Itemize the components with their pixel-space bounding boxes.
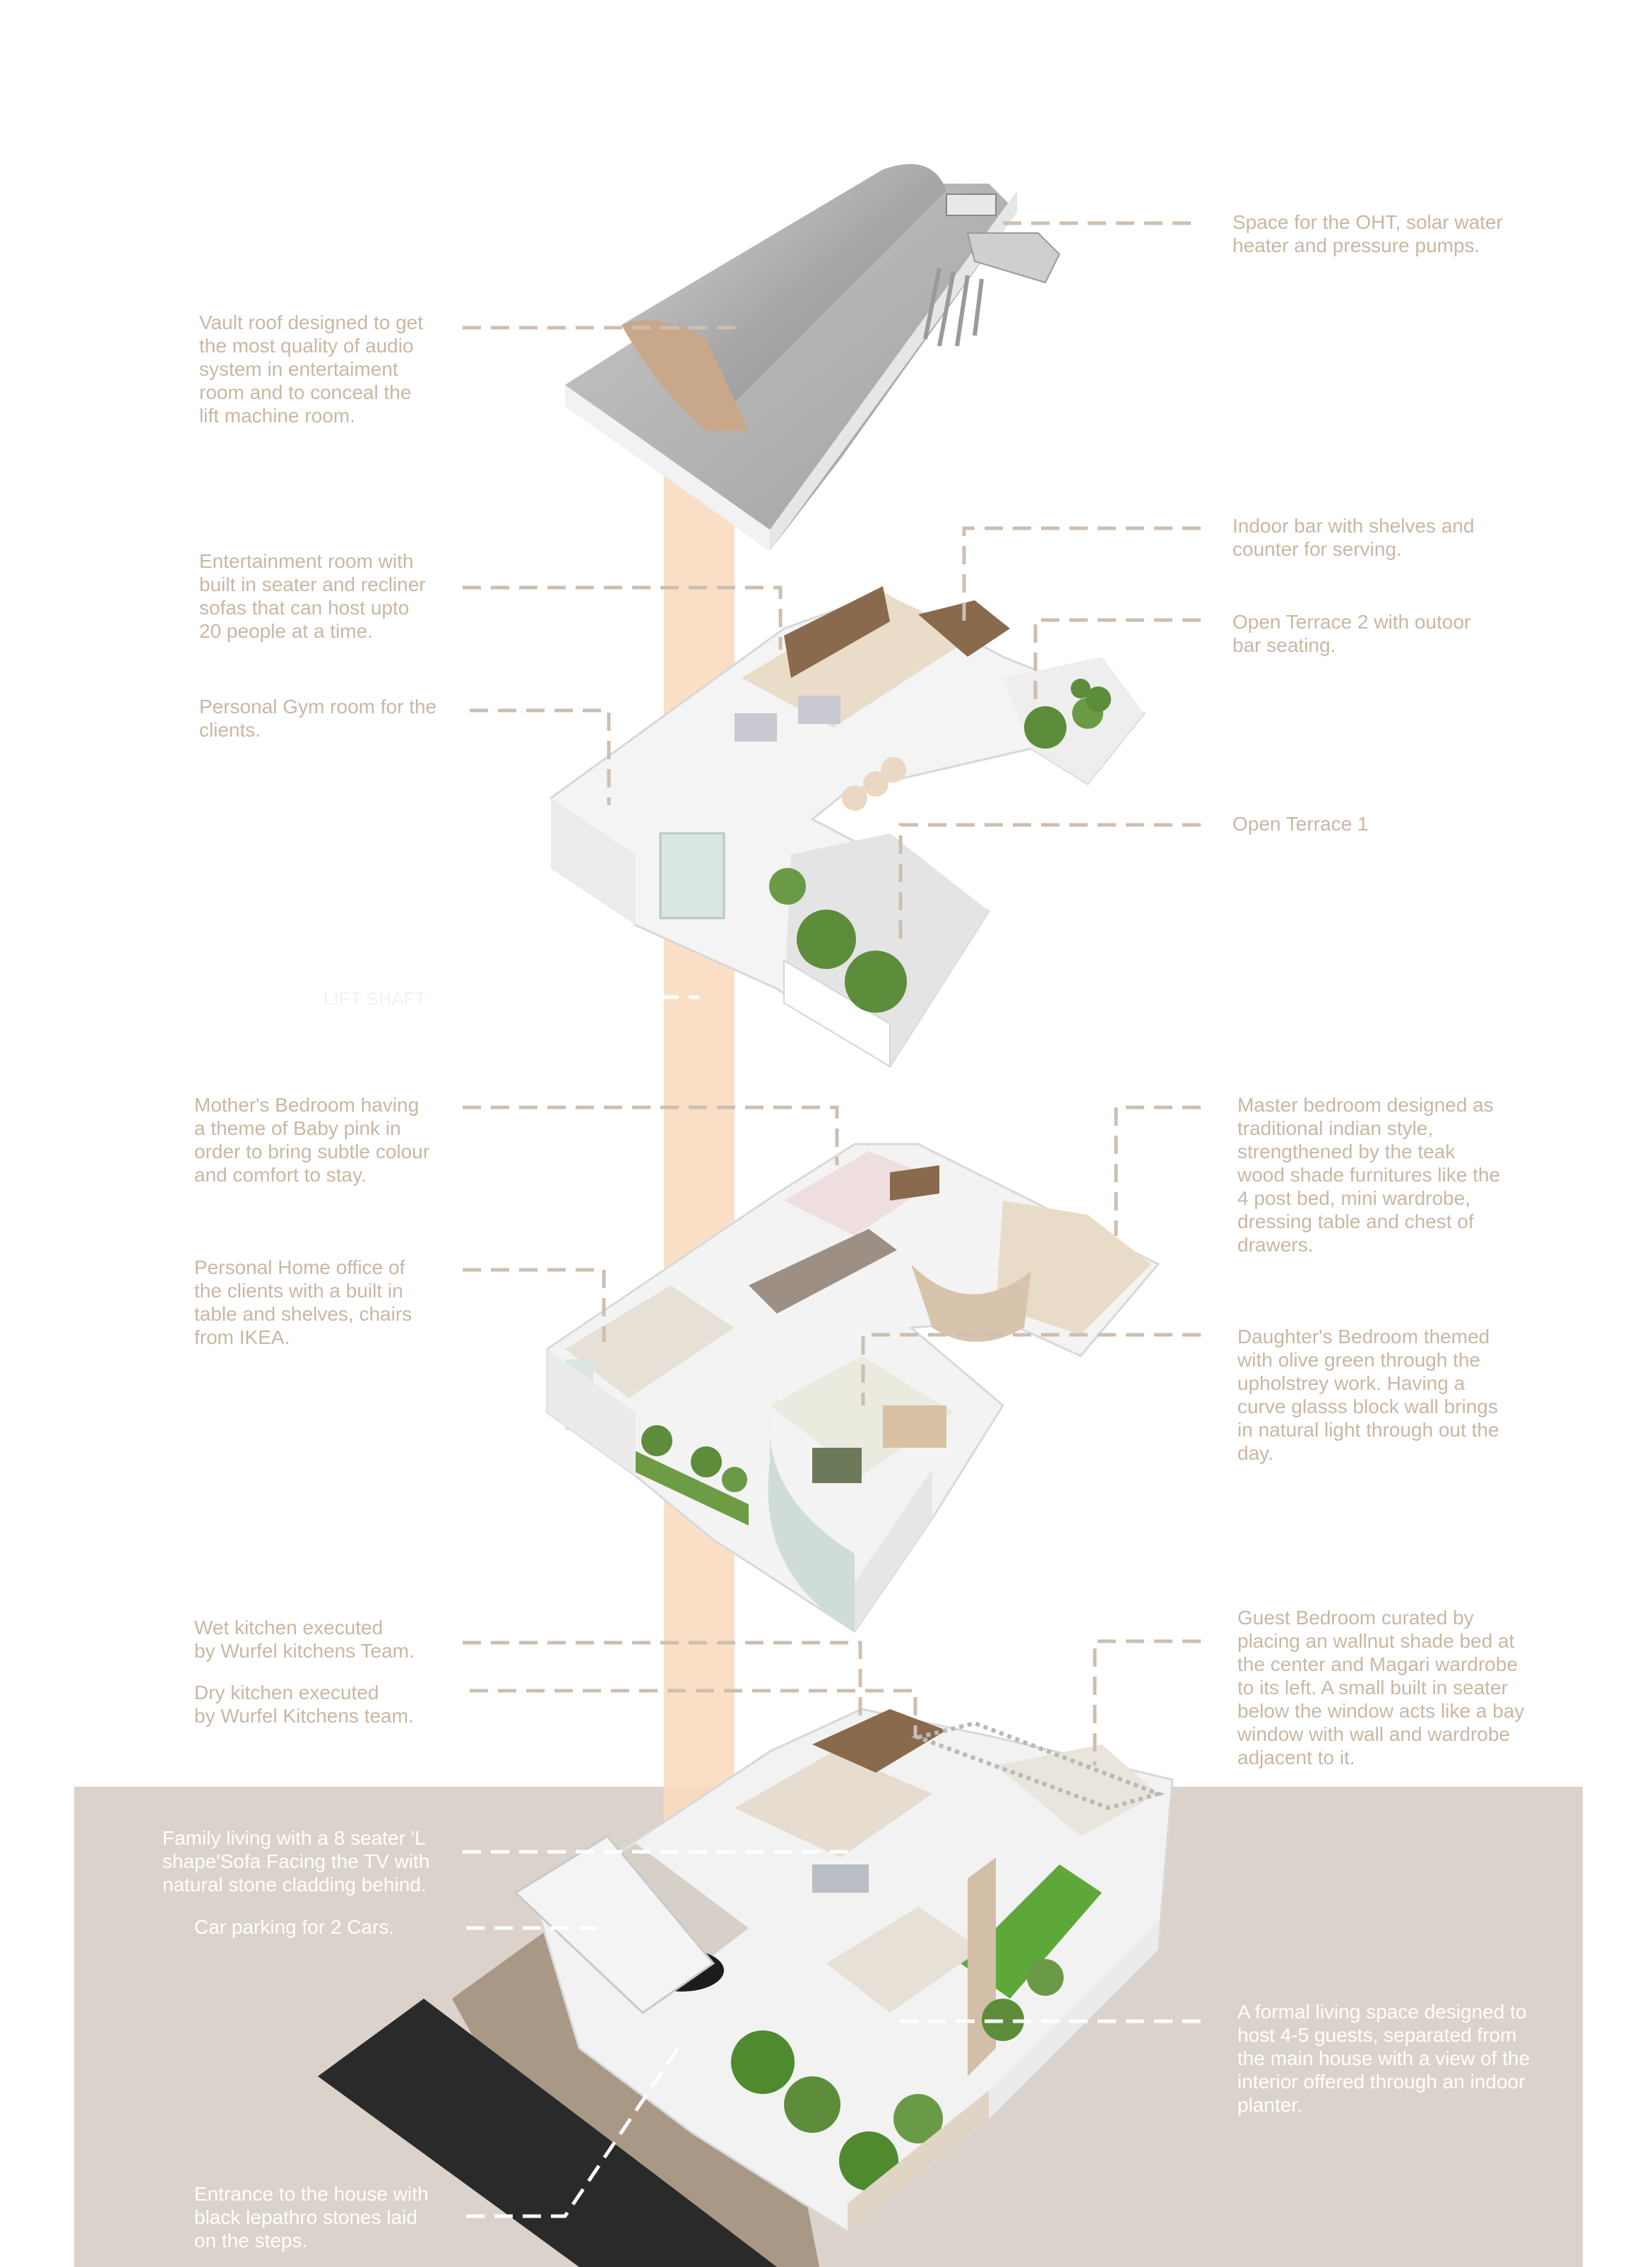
leader-entertainment [463,585,783,650]
label-dry-kitchen: Dry kitchen executed by Wurfel Kitchens … [194,1682,414,1727]
pipe [923,268,941,340]
roof-slab-edge [565,385,770,551]
label-daughters-bedroom: Daughter's Bedroom themed with olive gre… [1237,1326,1499,1464]
label-indoor-bar: Indoor bar with shelves and counter for … [1232,515,1475,560]
label-master-bedroom: Master bedroom designed as traditional i… [1237,1094,1500,1256]
leader-lines [463,221,1201,2218]
label-home-office: Personal Home office of the clients with… [194,1256,412,1348]
leader-entrance [466,2047,680,2218]
glass-block-wall [659,832,725,920]
leader-guest-bedroom [1093,1639,1201,1766]
kitchen [812,1709,946,1773]
oht-platform [966,232,1061,284]
formal-living [826,1907,982,2013]
parking-canopy [513,1835,715,2014]
garden-plants [893,2094,943,2143]
leader-mothers-bedroom [463,1105,839,1165]
leader-gym [470,708,611,805]
terrace-1-parapet [783,959,891,1068]
pipe [937,271,956,347]
daughters-bedroom [770,1356,953,1476]
label-lift-shaft: LIFT SHAFT [323,988,427,1009]
outer-wall [855,1469,932,1631]
master-bay-curve [911,1264,1031,1342]
bed [812,1448,862,1483]
garden-plants [1027,1959,1064,1996]
open-terrace-2 [1003,657,1144,784]
master-bedroom [996,1201,1151,1335]
entertainment-room [742,593,975,727]
leader-daughters-bedroom [861,1333,1201,1405]
first-floor-level [546,1143,1160,1634]
leader-dry-kitchen [470,1689,917,1737]
label-oht-space: Space for the OHT, solar water heater an… [1232,211,1503,256]
label-guest-bedroom: Guest Bedroom curated by placing an wall… [1237,1607,1525,1768]
curved-glass-block-wall [768,1412,855,1631]
leader-terrace-1 [898,823,1201,939]
recliner-sofa [735,713,777,742]
label-wet-kitchen: Wet kitchen executed by Wurfel kitchens … [194,1617,415,1662]
family-living [735,1751,932,1857]
label-formal-living: A formal living space designed to host 4… [1237,2001,1531,2116]
guest-bedroom [996,1744,1158,1836]
pergola [910,1720,1165,1811]
road [318,1999,777,2267]
leader-wet-kitchen [463,1641,862,1723]
garden-plants [784,2076,840,2133]
planter [863,771,889,797]
planter [881,757,906,783]
plants [691,1446,722,1477]
leader-home-office [463,1268,606,1342]
label-family-living: Family living with a 8 seater 'L shape'S… [162,1827,430,1896]
gym-wall [551,798,636,925]
label-entrance: Entrance to the house with black lepathr… [194,2183,429,2251]
tree [797,910,856,969]
label-entertainment-room: Entertainment room with built in seater … [199,550,426,642]
wood-ceiling-slats [883,1405,946,1448]
tree [1086,686,1111,712]
roof-level [565,164,1061,551]
vault-end-arch [622,320,749,431]
outer-wall [848,2090,989,2232]
planter-box [629,1448,749,1525]
tree [769,868,806,905]
void-stair [749,1229,897,1314]
tree [1024,706,1066,749]
recliner-sofa [798,696,840,724]
label-car-parking: Car parking for 2 Cars. [194,1916,395,1938]
garden-plants [731,2030,795,2094]
leader-indoor-bar [962,526,1201,629]
roof-slab [565,184,1017,551]
plants [722,1467,747,1492]
tree [1071,679,1091,698]
label-vault-roof: Vault roof designed to get the most qual… [199,311,424,427]
roof-slab-side [770,191,1017,551]
label-open-terrace-2: Open Terrace 2 with outoor bar seating. [1232,611,1471,656]
leader-master-bedroom [1114,1105,1201,1236]
label-mothers-bedroom: Mother's Bedroom having a theme of Baby … [194,1094,430,1186]
planter [842,785,867,811]
wood-partition [890,1165,939,1201]
stone-column [968,1857,996,2076]
home-office [565,1285,735,1398]
second-floor-level [549,586,1146,1069]
solar-water-heater [946,194,997,216]
lift-shaft [664,438,735,1963]
label-open-terrace-1: Open Terrace 1 [1232,813,1369,835]
outer-wall [547,1349,636,1476]
l-shape-sofa [812,1864,869,1893]
label-gym: Personal Gym room for the clients. [199,696,437,741]
tree [845,951,907,1013]
indoor-bar [918,600,1010,657]
plants [641,1425,672,1456]
pipe [973,278,984,336]
entertainment-wood-wall [784,586,890,678]
pipe [955,275,970,347]
